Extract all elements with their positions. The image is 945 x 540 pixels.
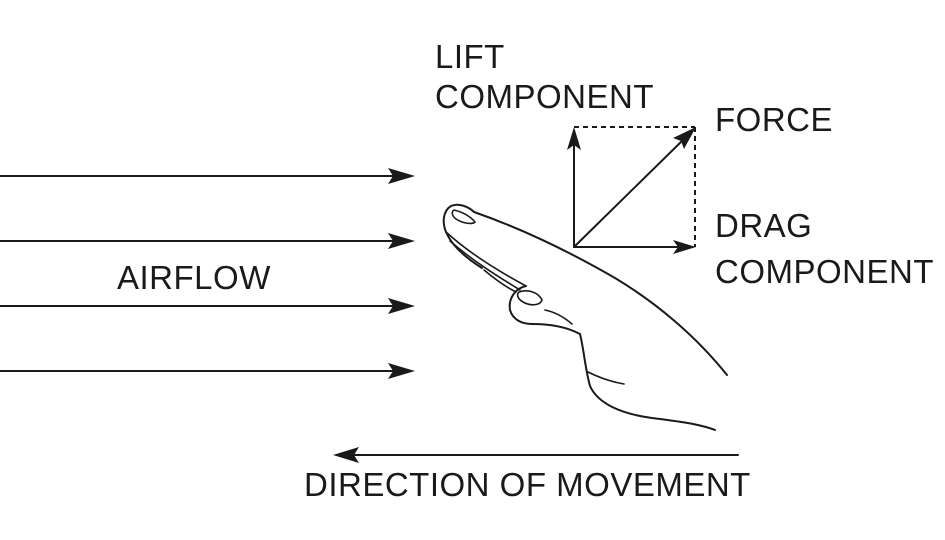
drag-component-arrow <box>573 240 696 254</box>
airflow-arrow <box>0 298 415 314</box>
force-arrow <box>573 127 696 248</box>
thumbnail <box>516 290 543 306</box>
hand-illustration <box>442 203 728 431</box>
force-label: FORCE <box>715 101 833 138</box>
fingernail <box>451 209 476 225</box>
palm-crease <box>587 371 625 385</box>
drag-label-line1: DRAG <box>715 207 812 244</box>
hand-lower-outline <box>579 333 716 431</box>
airflow-arrow <box>0 168 415 184</box>
thumb-crease <box>544 309 573 325</box>
lift-label-line1: LIFT <box>435 38 505 75</box>
drag-label-line2: COMPONENT <box>715 253 934 290</box>
direction-of-movement-arrow <box>333 447 739 463</box>
fingertip <box>442 203 483 269</box>
lift-component-arrow <box>567 127 581 248</box>
thumb <box>508 285 581 335</box>
direction-of-movement-label: DIRECTION OF MOVEMENT <box>304 466 751 503</box>
airflow-arrow <box>0 363 415 379</box>
lift-label-line2: COMPONENT <box>435 78 654 115</box>
hand-upper-outline <box>473 211 728 376</box>
finger-layer <box>449 240 521 291</box>
finger-layer <box>445 231 527 287</box>
force-vector-diagram <box>567 126 696 254</box>
finger-layer <box>483 269 517 293</box>
airflow-arrows <box>0 168 415 379</box>
airflow-arrow <box>0 233 415 249</box>
airflow-label: AIRFLOW <box>117 259 271 296</box>
